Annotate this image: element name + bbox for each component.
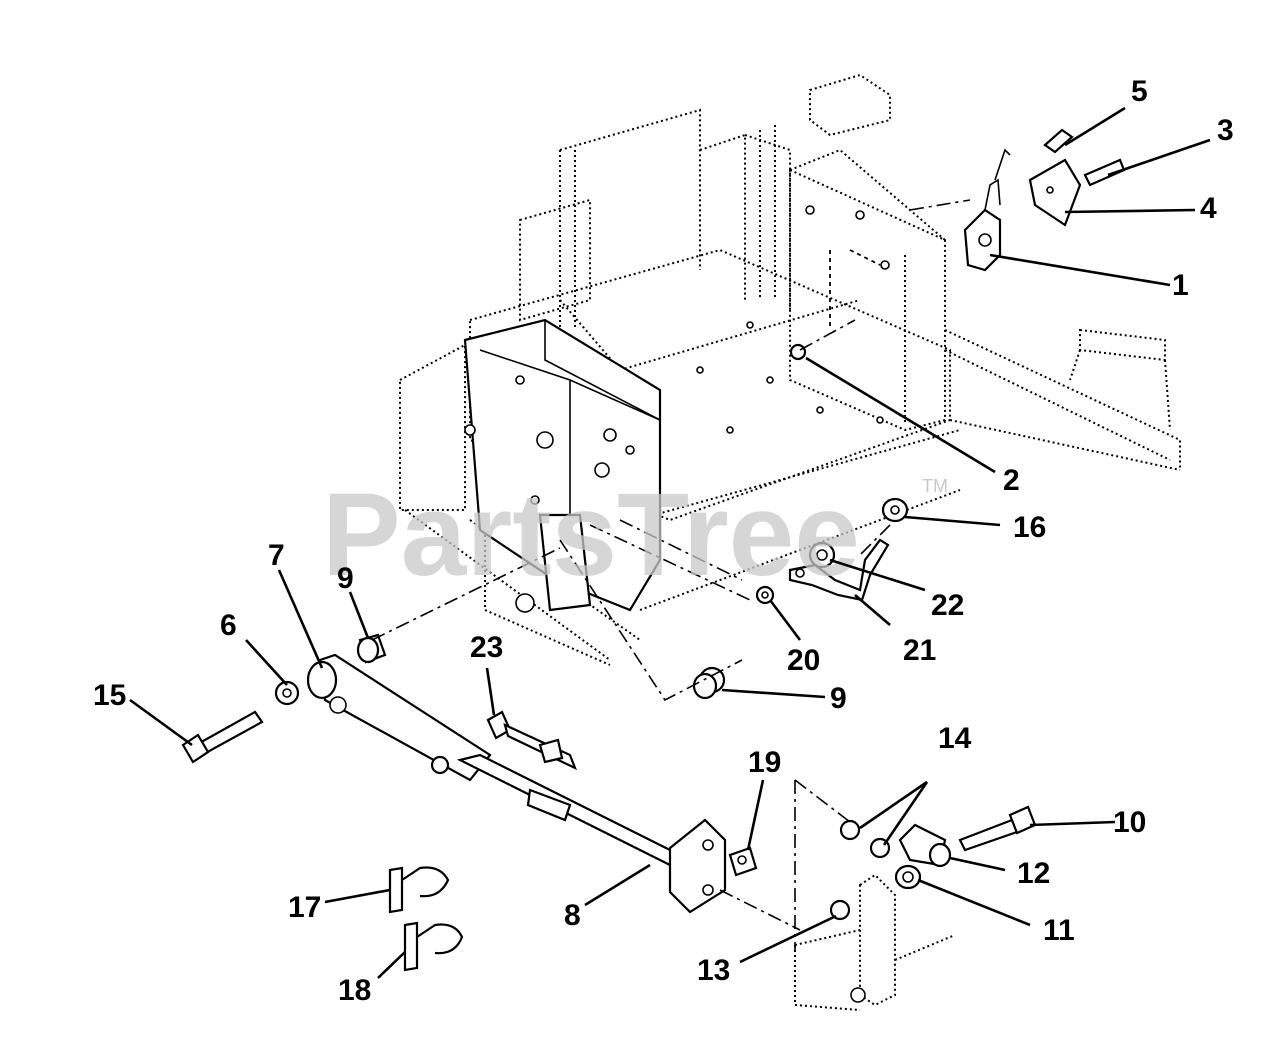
part-19-nut (728, 846, 758, 877)
part-21-lever-arm (788, 538, 890, 602)
part-15-bolt (181, 710, 264, 764)
callout-19: 19 (748, 746, 781, 779)
part-23-adjuster-bolt (486, 710, 578, 771)
part-1-switch (963, 148, 1011, 272)
part-10-bolt (958, 805, 1037, 852)
callout-9-upper: 9 (337, 562, 354, 595)
callout-20: 20 (787, 644, 820, 677)
part-12-rod-end (898, 823, 952, 868)
watermark-trademark: TM (922, 476, 948, 496)
part-14-nuts (839, 819, 891, 859)
callout-21: 21 (903, 634, 936, 667)
part-5-screw (1043, 128, 1074, 154)
part-8-rod-end-plate (668, 818, 727, 914)
callout-6: 6 (220, 609, 237, 642)
callout-17: 17 (288, 891, 321, 924)
callout-9-lower: 9 (830, 682, 847, 715)
callout-11: 11 (1043, 914, 1075, 947)
part-2-nut (789, 343, 807, 361)
leader-lines (129, 106, 1211, 979)
watermark: PartsTree TM (322, 469, 948, 601)
part-6-washer (274, 680, 300, 706)
part-13-nut (829, 899, 851, 921)
callout-12: 12 (1017, 857, 1050, 890)
lower-bracket (794, 873, 956, 1011)
callout-4: 4 (1200, 192, 1217, 225)
callout-23: 23 (470, 631, 503, 664)
part-22-bushing (808, 541, 836, 569)
callout-16: 16 (1013, 511, 1046, 544)
part-20-washer (755, 585, 775, 605)
callout-5: 5 (1131, 75, 1148, 108)
part-7-8-cylinder (306, 653, 692, 872)
assembly-lines (371, 199, 971, 950)
callout-3: 3 (1217, 114, 1234, 147)
callout-2: 2 (1003, 464, 1020, 497)
transmission-housing (463, 318, 662, 613)
callout-15: 15 (93, 679, 126, 712)
callout-numbers: 1 2 3 4 5 6 7 8 9 9 10 11 12 13 14 15 16… (93, 75, 1234, 1007)
part-11-washer (894, 864, 922, 890)
callout-13: 13 (697, 954, 730, 987)
callout-18: 18 (338, 974, 371, 1007)
callout-22: 22 (931, 589, 964, 622)
callout-7: 7 (268, 539, 285, 572)
callout-1: 1 (1172, 269, 1189, 302)
part-9-bushing-lower (692, 666, 726, 700)
part-4-bracket (1028, 158, 1082, 227)
part-16-nut (881, 497, 909, 523)
part-17-logo-stamp (388, 866, 450, 914)
callout-14: 14 (938, 722, 972, 755)
mount-plate-holes (696, 205, 890, 434)
part-18-logo-stamp (403, 921, 464, 972)
callout-10: 10 (1113, 806, 1146, 839)
watermark-text: PartsTree (322, 469, 860, 601)
part-9-bushing-upper (356, 633, 387, 664)
callout-8: 8 (564, 899, 581, 932)
